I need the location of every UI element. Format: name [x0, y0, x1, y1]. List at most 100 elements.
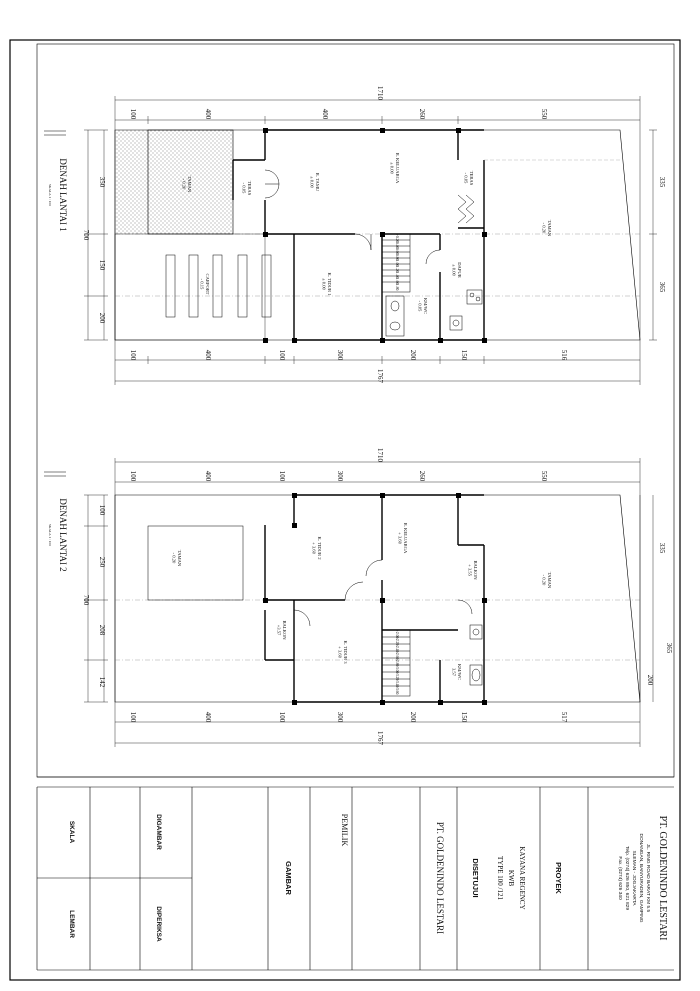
f2-dim-top-total: 1710: [376, 448, 384, 463]
f1-room-teras-front: TERAS- 0.05: [242, 181, 253, 196]
company-name: PT. GOLDENINDO LESTARI: [657, 816, 668, 941]
gambar-label: GAMBAR: [284, 861, 293, 895]
f1-dim-bottom-seg: 200: [409, 350, 417, 361]
f1-room-k-tidur-1: K. TIDUR 1± 0.00: [322, 272, 333, 296]
disetujui-label: DISETUJUI: [471, 858, 480, 897]
f1-room-taman-front: TAMAN- 0.20: [182, 176, 193, 193]
stair-level-label: +0.40: [395, 240, 399, 249]
f1-front-garden-hatch: [148, 130, 233, 234]
address-line: SLEMAN - JOGJAKARTA: [631, 851, 637, 907]
f2-dim-top-seg: 300: [336, 471, 344, 482]
stair-level-label: +3.00: [395, 665, 399, 674]
address-line: DONANGAN, BANYURADEN, GAMPING: [638, 833, 644, 922]
f1-dim-top-seg: 400: [321, 109, 329, 120]
f1-toilet-fixtures: [385, 289, 483, 337]
address-line: Fax. (0274) 626 340: [617, 856, 623, 900]
stair-level-label: +0.80: [395, 252, 399, 261]
stair-level-label: +3.20: [395, 672, 399, 681]
stair-level-label: +1.00: [395, 258, 399, 267]
stair-level-label: +2.00: [395, 630, 399, 639]
f1-dim-bottom-seg: 400: [204, 350, 212, 361]
address-line: JL. RING ROAD BARAT KM 5.5: [645, 844, 651, 913]
f1-room-km-wc: KM/WC- 0.05: [418, 298, 429, 314]
f1-room-r-keluarga: R. KELUARGA± 0.00: [390, 153, 401, 184]
f2-room-balkon-front: BALKON+3.57: [277, 620, 288, 640]
f1-dim-bottom-total: 1767: [376, 369, 384, 384]
f2-dim-top-seg: 400: [204, 471, 212, 482]
company-address: JL. RING ROAD BARAT KM 5.5 DONANGAN, BAN…: [617, 833, 651, 922]
f2-toilet-fixtures: [469, 624, 483, 686]
f1-front-garden-hatch: [115, 130, 148, 234]
f1-dim-top-seg: 550: [540, 109, 548, 120]
f2-dim-bottom-seg: 100: [129, 712, 137, 723]
f1-dim-left-seg: 150: [98, 260, 106, 271]
f1-dim-top-seg: 260: [418, 109, 426, 120]
f2-room-k-tidur-3: K. TIDUR 3+ 3.60: [338, 640, 349, 664]
f2-dim-top-seg: 550: [540, 471, 548, 482]
f2-dim-right-total: 365: [665, 643, 673, 654]
f2-dim-left-seg: 208: [98, 625, 106, 636]
proyek-line: KWB: [507, 870, 515, 887]
floor1-title: DENAH LANTAI 1: [58, 158, 68, 231]
f2-dim-right-seg: 200: [646, 675, 654, 686]
f1-stair-levels: +0.20+0.40+0.60+0.80+1.00+1.20+1.40+1.60…: [395, 234, 399, 291]
f1-dim-bottom-seg: 150: [460, 350, 468, 361]
stair-level-label: +1.20: [395, 264, 399, 273]
f2-room-labels: TAMAN- 0.20 K. TIDUR 2+ 3.60 BALKON+3.57…: [172, 523, 553, 680]
f2-dim-top-seg: 260: [418, 471, 426, 482]
f2-dim-bottom-seg: 200: [409, 712, 417, 723]
stair-level-label: +2.80: [395, 658, 399, 667]
digambar-label: DIGAMBAR: [155, 814, 162, 850]
f2-dim-bottom-seg: 517: [560, 712, 568, 723]
stair-level-label: +0.60: [395, 246, 399, 255]
proyek-line: KAYANA REGENCY: [518, 846, 526, 909]
f2-dim-bottom-total: 1767: [376, 731, 384, 746]
f2-dim-bottom-seg: 300: [336, 712, 344, 723]
floor2-title: DENAH LANTAI 2: [58, 498, 68, 571]
proyek-label: PROYEK: [554, 862, 563, 894]
stair-level-label: +2.20: [395, 637, 399, 646]
f1-dim-right-seg: 335: [658, 177, 666, 188]
f1-dim-top-total: 1710: [376, 86, 384, 101]
f2-dim-bottom-seg: 400: [204, 712, 212, 723]
f2-room-balkon-back: BALKON+ 3.55: [468, 560, 479, 580]
f2-staircase: [381, 629, 411, 697]
stair-level-label: +1.40: [395, 270, 399, 279]
diperiksa-label: DIPERIKSA: [155, 906, 162, 942]
f2-dim-bottom-seg: 150: [460, 712, 468, 723]
f1-dim-left-seg: 350: [98, 177, 106, 188]
floor2-scale-note: SKALA 1 : 100: [48, 524, 52, 546]
disetujui-value: PT. GOLDENINDO LESTARI: [435, 822, 445, 934]
f1-walls: [232, 129, 485, 341]
f1-dim-bottom-seg: 100: [129, 350, 137, 361]
f1-carport-area: [114, 233, 266, 341]
f2-dim-top-seg: 100: [129, 471, 137, 482]
f2-dim-left-seg: 100: [98, 505, 106, 516]
f2-room-taman-back: TAMAN- 0.20: [542, 572, 553, 589]
floor1-scale-note: SKALA 1 : 100: [48, 184, 52, 206]
pemilik-label: PEMILIK: [340, 814, 349, 847]
f2-doors: [293, 559, 473, 627]
f2-dim-left-total: 700: [82, 595, 90, 606]
floor2-dimensions: [84, 458, 654, 747]
stair-level-label: +1.60: [395, 276, 399, 285]
f1-staircase: [381, 233, 411, 293]
f1-dim-right-seg: 365: [658, 282, 666, 293]
address-line: Telp. (0274) 626 850, 621 829: [624, 846, 630, 910]
f1-dim-bottom-seg: 516: [560, 350, 568, 361]
f1-room-taman-back: TAMAN- 0.20: [542, 220, 553, 237]
f2-dim-right-seg: 335: [658, 543, 666, 554]
f2-dim-top-seg: 100: [278, 471, 286, 482]
f1-dim-left-total: 700: [82, 230, 90, 241]
f1-dim-top-seg: 400: [204, 109, 212, 120]
floor-plan-1: DENAH LANTAI 1 SKALA 1 : 100: [44, 86, 666, 385]
f1-dim-top-seg: 100: [129, 109, 137, 120]
stair-level-label: +2.40: [395, 644, 399, 653]
f2-walls: [264, 494, 485, 703]
f1-room-dapur: DAPUR± 0.00: [452, 262, 463, 279]
f2-stair-levels: +2.00+2.20+2.40+2.60+2.80+3.00+3.20+3.40…: [395, 630, 399, 695]
f1-dim-bottom-seg: 300: [336, 350, 344, 361]
f2-room-km-wc: KM/WC3.57: [452, 664, 463, 680]
stair-level-label: +0.20: [395, 234, 399, 243]
